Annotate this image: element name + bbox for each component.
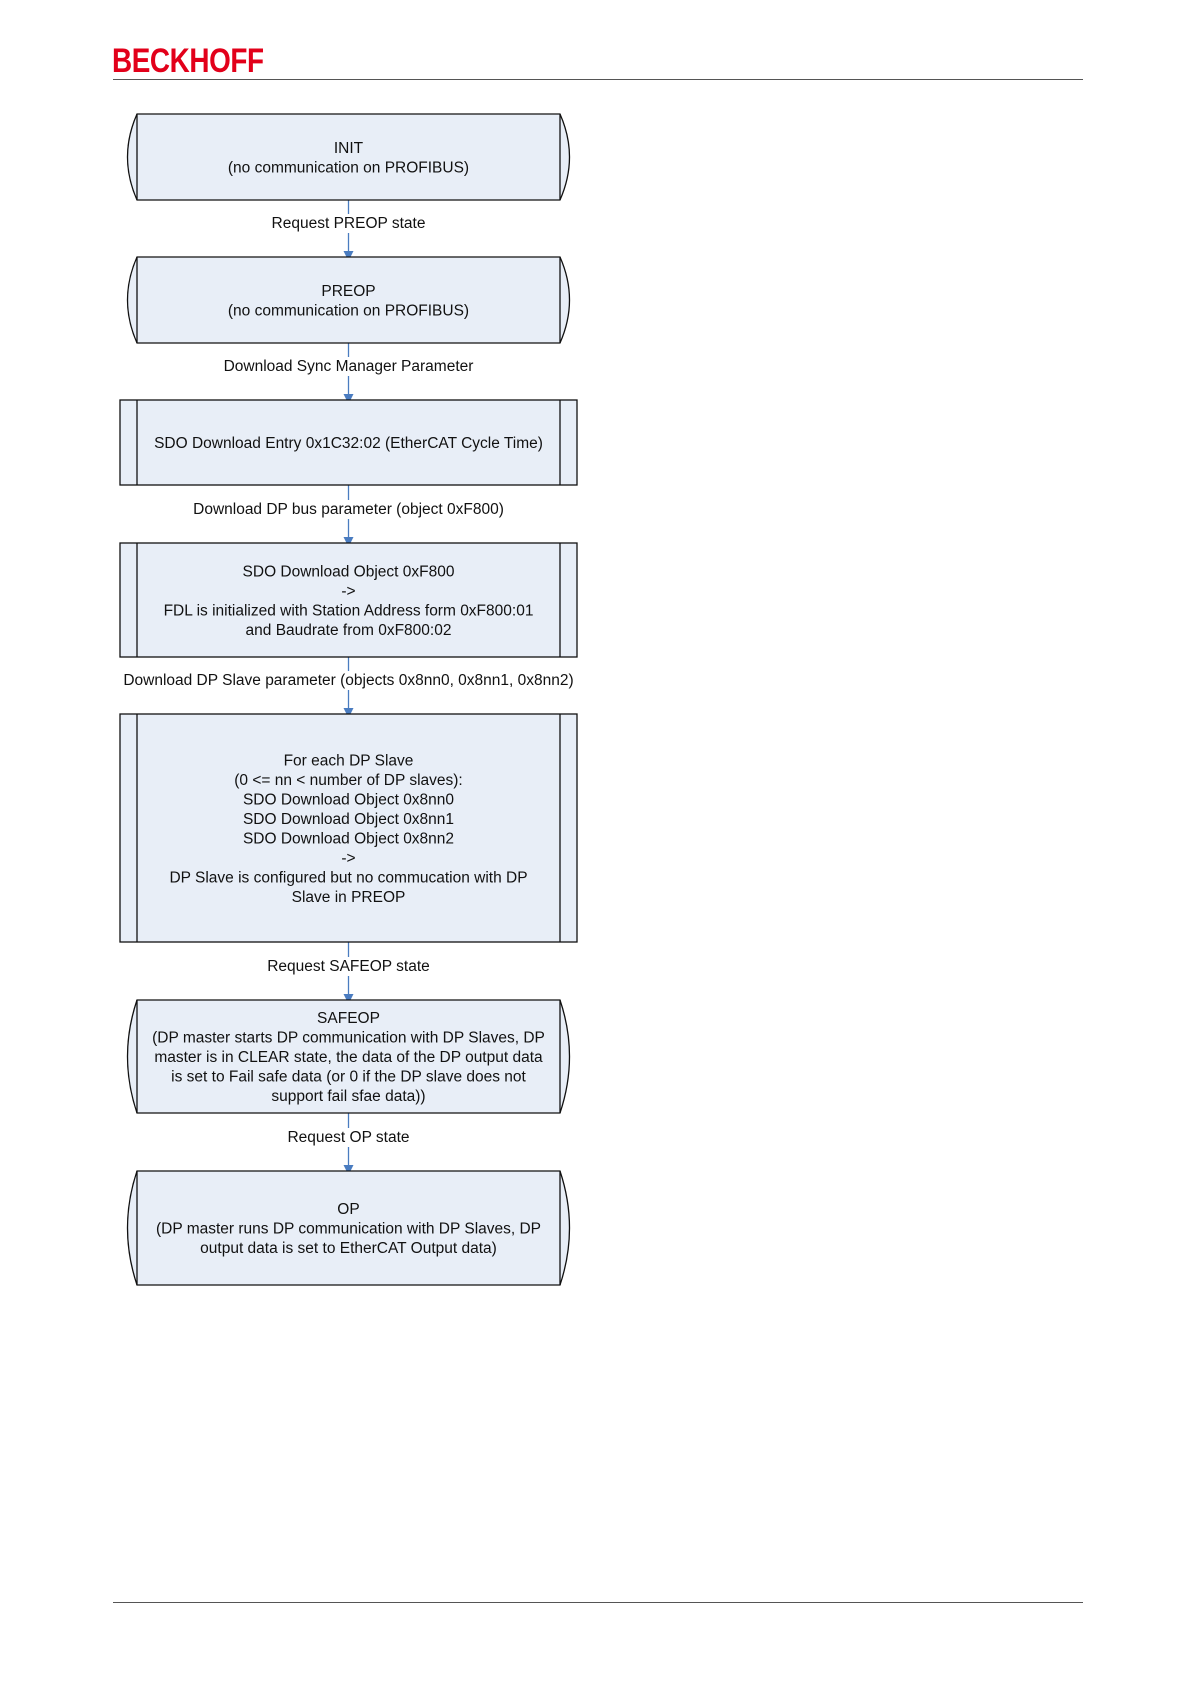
state-box-text-line: -> bbox=[341, 850, 355, 867]
beckhoff-logo: BECKHOFF bbox=[112, 42, 264, 80]
state-box-text-line: (DP master starts DP communication with … bbox=[152, 1030, 545, 1047]
terminal-shape bbox=[126, 256, 571, 344]
state-box-text-line: support fail sfae data)) bbox=[271, 1088, 425, 1105]
process-shape bbox=[119, 542, 578, 658]
state-box-1: INIT (no communication on PROFIBUS) bbox=[126, 113, 571, 201]
transition-label: Request PREOP state bbox=[272, 215, 426, 232]
transition-label-bg bbox=[278, 1128, 419, 1147]
transition-label-bg bbox=[262, 957, 435, 976]
state-box-text-line: For each DP Slave bbox=[284, 752, 414, 769]
state-box-text-line: (DP master runs DP communication with DP… bbox=[156, 1221, 541, 1238]
state-box-text-line: is set to Fail safe data (or 0 if the DP… bbox=[171, 1069, 526, 1086]
state-box-text-line: (0 <= nn < number of DP slaves): bbox=[234, 772, 462, 789]
state-box-text-line: FDL is initialized with Station Address … bbox=[164, 602, 534, 619]
transition-label: Download DP Slave parameter (objects 0x8… bbox=[123, 672, 573, 689]
state-box-text-line: SDO Download Object 0x8nn1 bbox=[243, 811, 454, 828]
state-box-6: SAFEOP (DP master starts DP communication… bbox=[126, 999, 571, 1114]
transition-label: Request SAFEOP state bbox=[267, 958, 430, 975]
transition-label: Download DP bus parameter (object 0xF800… bbox=[193, 501, 504, 518]
footer-rule bbox=[113, 1602, 1083, 1603]
transition-label: Request OP state bbox=[287, 1129, 409, 1146]
state-box-text-line: SDO Download Entry 0x1C32:02 (EtherCAT C… bbox=[154, 435, 543, 452]
transition-6: Request OP state bbox=[278, 1113, 419, 1175]
transition-label: Download Sync Manager Parameter bbox=[224, 358, 474, 375]
state-box-2: PREOP (no communication on PROFIBUS) bbox=[126, 256, 571, 344]
transition-2: Download Sync Manager Parameter bbox=[217, 343, 480, 404]
process-shape bbox=[119, 399, 578, 486]
state-box-text-line: and Baudrate from 0xF800:02 bbox=[246, 622, 452, 639]
state-box-text-line: master is in CLEAR state, the data of th… bbox=[154, 1049, 543, 1066]
state-box-text-line: (no communication on PROFIBUS) bbox=[228, 159, 469, 176]
transition-1: Request PREOP state bbox=[266, 200, 431, 261]
state-box-4: SDO Download Object 0xF800 -> FDL is initi… bbox=[119, 542, 578, 658]
transition-4: Download DP Slave parameter (objects 0x8… bbox=[100, 657, 597, 718]
state-box-text-line: INIT bbox=[334, 140, 364, 157]
state-box-text-line: (no communication on PROFIBUS) bbox=[228, 302, 469, 319]
header-rule bbox=[113, 79, 1083, 80]
state-box-text-line: -> bbox=[341, 583, 355, 600]
transition-label-bg bbox=[100, 671, 597, 690]
state-box-text-line: PREOP bbox=[321, 283, 375, 300]
state-box-5: For each DP Slave (0 <= nn < number of DP… bbox=[119, 713, 578, 943]
state-box-text-line: SDO Download Object 0x8nn2 bbox=[243, 830, 454, 847]
terminal-shape bbox=[126, 113, 571, 201]
transition-label-bg bbox=[266, 214, 431, 233]
state-box-text-line: output data is set to EtherCAT Output da… bbox=[200, 1240, 497, 1257]
transition-label-bg bbox=[177, 500, 520, 519]
state-box-text-line: Slave in PREOP bbox=[292, 889, 406, 906]
state-box-text-line: SAFEOP bbox=[317, 1010, 380, 1027]
state-box-text-line: SDO Download Object 0x8nn0 bbox=[243, 791, 454, 808]
state-box-text-line: DP Slave is configured but no commucatio… bbox=[169, 869, 527, 886]
transition-label-bg bbox=[217, 357, 480, 376]
process-shape bbox=[119, 713, 578, 943]
transition-3: Download DP bus parameter (object 0xF800… bbox=[177, 485, 520, 547]
state-box-text-line: OP bbox=[337, 1201, 359, 1218]
transition-5: Request SAFEOP state bbox=[262, 942, 435, 1004]
state-box-text-line: SDO Download Object 0xF800 bbox=[243, 563, 455, 580]
state-box-3: SDO Download Entry 0x1C32:02 (EtherCAT C… bbox=[119, 399, 578, 486]
state-box-7: OP (DP master runs DP communication with … bbox=[126, 1170, 571, 1286]
